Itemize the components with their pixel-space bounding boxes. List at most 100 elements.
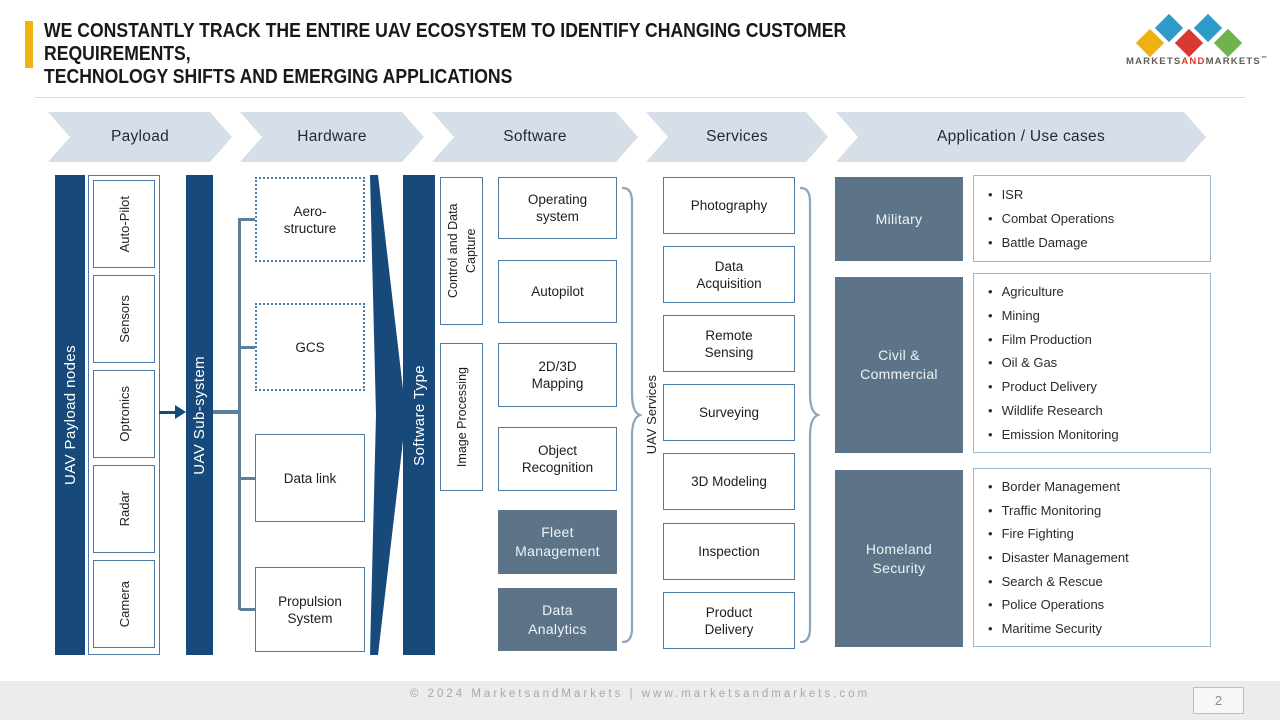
usecase-item: Product Delivery [988, 379, 1202, 394]
payload-node-optronics: Optronics [93, 370, 155, 458]
subsystem-connector-branch [240, 608, 255, 611]
stage-label-applications: Application / Use cases [936, 128, 1105, 145]
application-usecases-civil-commercial: Agriculture Mining Film Production Oil &… [973, 273, 1211, 453]
usecase-item: Mining [988, 308, 1202, 323]
service-box-label: Inspection [698, 544, 760, 559]
software-services-brace-icon [621, 186, 642, 644]
software-box-label: Operating system [527, 192, 588, 224]
stage-label-payload: Payload [110, 128, 170, 145]
payload-node-label: Auto-Pilot [116, 195, 132, 253]
services-label: UAV Services [643, 375, 659, 455]
stage-chevron-payload: Payload [48, 112, 232, 162]
page-title-line-1: WE CONSTANTLY TRACK THE ENTIRE UAV ECOSY… [44, 20, 847, 65]
service-box-photography: Photography [663, 177, 795, 234]
title-accent-bar [25, 21, 33, 68]
payload-node-radar: Radar [93, 465, 155, 553]
software-box-label: Autopilot [531, 284, 584, 299]
application-usecases-homeland-security: Border Management Traffic Monitoring Fir… [973, 468, 1211, 647]
software-category-image-processing: Image Processing [440, 343, 483, 491]
software-bar: Software Type [403, 175, 435, 655]
usecase-item: Agriculture [988, 284, 1202, 299]
subsystem-connector-stub [213, 410, 240, 414]
software-category-label: Control and Data Capture [445, 203, 478, 299]
payload-node-sensors: Sensors [93, 275, 155, 363]
payload-node-camera: Camera [93, 560, 155, 648]
usecase-item: Disaster Management [988, 550, 1202, 565]
service-box-label: Remote Sensing [704, 327, 754, 360]
software-box-2d-3d-mapping: 2D/3D Mapping [498, 343, 617, 407]
subsystem-box-gcs: GCS [255, 303, 365, 391]
application-group-label: Military [875, 210, 923, 227]
service-box-inspection: Inspection [663, 523, 795, 580]
service-box-remote-sensing: Remote Sensing [663, 315, 795, 372]
service-box-product-delivery: Product Delivery [663, 592, 795, 649]
stage-label-services: Services [706, 128, 768, 145]
usecase-item: Border Management [988, 479, 1202, 494]
software-box-label: Fleet Management [515, 524, 600, 559]
application-group-label: Civil & Commercial [860, 347, 938, 382]
software-box-label: Data Analytics [528, 601, 587, 637]
stage-chevron-hardware: Hardware [240, 112, 424, 162]
payload-node-label: Radar [116, 491, 132, 527]
payload-node-label: Camera [116, 580, 132, 628]
usecase-item: Traffic Monitoring [988, 503, 1202, 518]
service-box-surveying: Surveying [663, 384, 795, 441]
footer-copyright: © 2024 MarketsandMarkets | www.marketsan… [409, 688, 871, 700]
payload-to-subsystem-arrowhead-icon [175, 405, 186, 419]
services-label-wrap: UAV Services [640, 340, 662, 490]
usecase-item: Combat Operations [988, 211, 1202, 226]
page-title: WE CONSTANTLY TRACK THE ENTIRE UAV ECOSY… [44, 20, 977, 89]
service-box-3d-modeling: 3D Modeling [663, 453, 795, 510]
page-title-line-2: TECHNOLOGY SHIFTS AND EMERGING APPLICATI… [44, 66, 513, 88]
usecase-item: Oil & Gas [988, 355, 1202, 370]
payload-node-auto-pilot: Auto-Pilot [93, 180, 155, 268]
usecase-item: Emission Monitoring [988, 427, 1202, 442]
software-box-label: 2D/3D Mapping [531, 359, 584, 391]
subsystem-to-software-arrow-icon [370, 175, 406, 655]
subsystem-connector-branch [240, 218, 255, 221]
subsystem-connector-spine [238, 218, 241, 610]
subsystem-box-aero-structure: Aero-structure [255, 177, 365, 262]
software-box-operating-system: Operating system [498, 177, 617, 239]
stage-chevron-applications: Application / Use cases [836, 112, 1206, 162]
usecase-item: Wildlife Research [988, 403, 1202, 418]
service-box-label: 3D Modeling [691, 474, 767, 489]
software-bar-label: Software Type [410, 364, 428, 466]
marketsandmarkets-logo: MARKETSANDMARKETS™ [1126, 10, 1267, 76]
software-category-control-data-capture: Control and Data Capture [440, 177, 483, 325]
software-box-label: Object Recognition [521, 443, 594, 475]
subsystem-bar-label: UAV Sub-system [191, 355, 208, 475]
subsystem-box-label: Propulsion System [278, 593, 342, 626]
logo-diamond-green-icon [1213, 28, 1243, 58]
logo-tm: ™ [1260, 56, 1269, 62]
stage-chevron-software: Software [432, 112, 638, 162]
usecase-item: ISR [988, 187, 1202, 202]
software-box-fleet-management: Fleet Management [498, 510, 617, 574]
software-box-autopilot: Autopilot [498, 260, 617, 323]
service-box-data-acquisition: Data Acquisition [663, 246, 795, 303]
payload-nodes-frame [88, 175, 160, 655]
software-category-label: Image Processing [454, 366, 469, 468]
application-group-civil-commercial: Civil & Commercial [835, 277, 963, 453]
subsystem-box-label: Aero-structure [283, 203, 337, 236]
logo-markets1: MARKETS [1126, 56, 1182, 68]
application-group-homeland-security: Homeland Security [835, 470, 963, 647]
payload-bar-label: UAV Payload nodes [61, 345, 79, 485]
subsystem-box-propulsion: Propulsion System [255, 567, 365, 652]
application-group-military: Military [835, 177, 963, 261]
usecase-item: Battle Damage [988, 235, 1202, 250]
usecase-item: Film Production [988, 332, 1202, 347]
service-box-label: Photography [690, 198, 768, 213]
subsystem-connector-branch [240, 477, 255, 480]
payload-node-label: Optronics [116, 386, 132, 442]
software-box-object-recognition: Object Recognition [498, 427, 617, 491]
footer-bar [0, 681, 1280, 720]
subsystem-box-data-link: Data link [255, 434, 365, 522]
logo-wordmark: MARKETSANDMARKETS™ [1126, 56, 1267, 68]
service-box-label: Product Delivery [704, 604, 754, 637]
logo-markets2: MARKETS [1205, 56, 1261, 68]
stage-label-software: Software [503, 128, 567, 145]
usecase-item: Fire Fighting [988, 526, 1202, 541]
payload-node-label: Sensors [116, 295, 132, 343]
